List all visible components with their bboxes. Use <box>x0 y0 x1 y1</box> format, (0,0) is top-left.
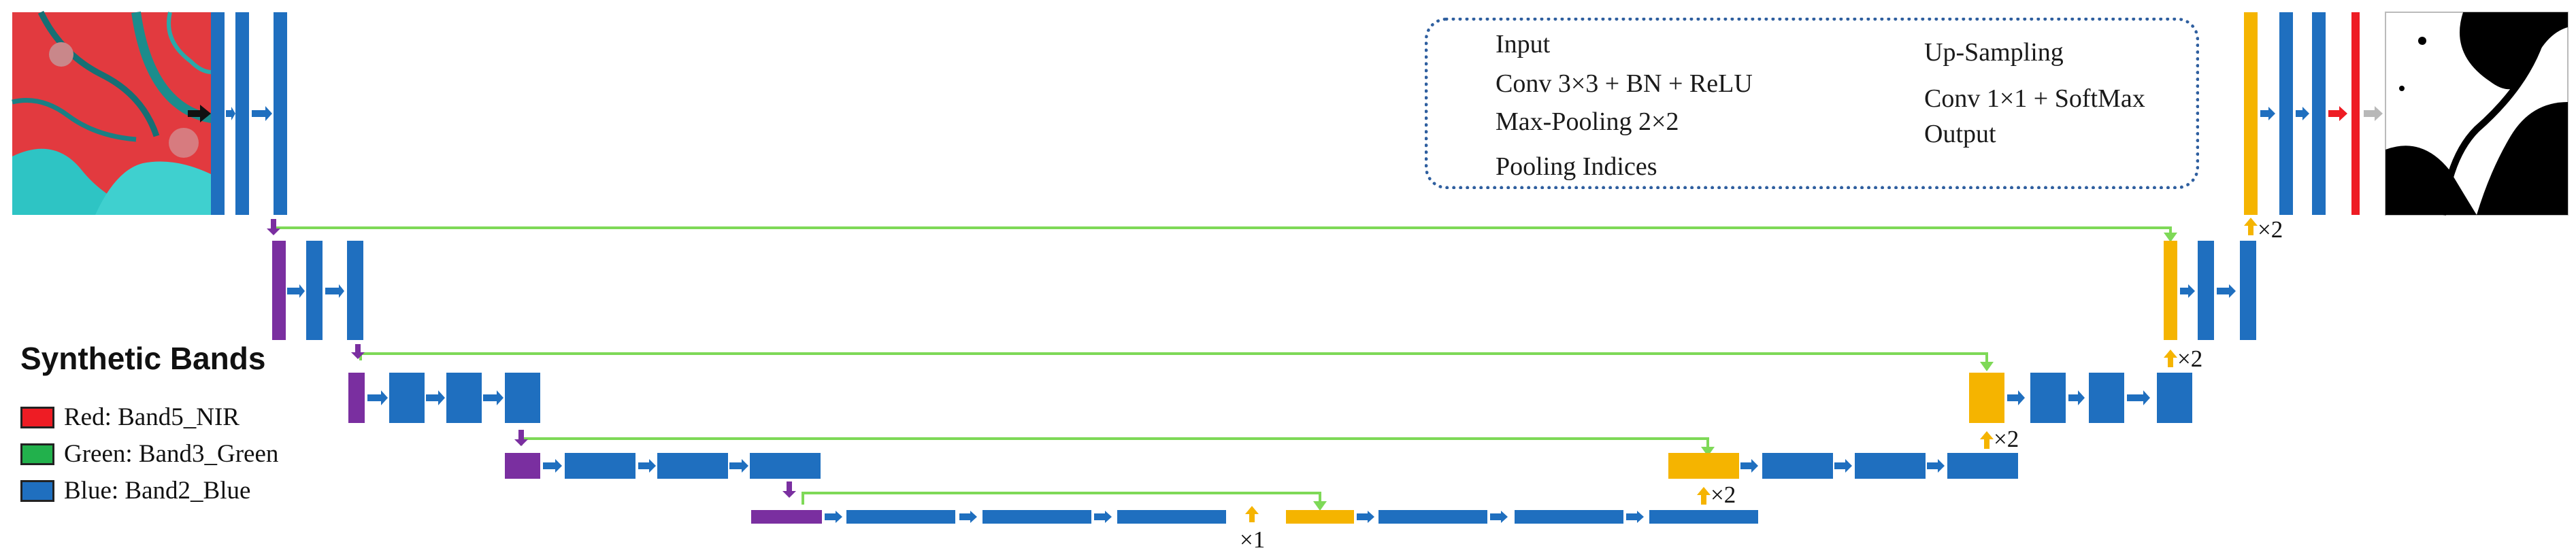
input-image <box>12 11 217 215</box>
conv-block <box>1855 453 1926 479</box>
bands-title: Synthetic Bands <box>20 341 266 376</box>
legend-input-label: Input <box>1496 30 1551 58</box>
legend-softmax-label: Conv 1×1 + SoftMax <box>1924 84 2145 113</box>
upsample-arrow <box>2164 350 2177 367</box>
band-label: Green: Band3_Green <box>64 440 279 468</box>
legend <box>1425 18 2199 189</box>
upsample-arrow <box>1245 506 1259 522</box>
legend-upsample-label: Up-Sampling <box>1924 38 2064 67</box>
conv-block <box>505 373 540 423</box>
band-row-blue: Blue: Band2_Blue <box>20 476 250 505</box>
softmax-arrow <box>2328 106 2347 121</box>
red-swatch <box>20 406 54 428</box>
skip-level-4 <box>802 492 1321 507</box>
upsample-block <box>2164 241 2177 340</box>
multiplier-label: ×2 <box>1994 426 2019 452</box>
conv-block <box>347 241 363 340</box>
encoder-level-1 <box>272 241 363 340</box>
conv-block <box>2089 373 2124 423</box>
conv-block <box>657 453 728 479</box>
decoder-level-4 <box>1245 506 1758 524</box>
output-image <box>2385 12 2569 216</box>
encoder-level-3 <box>505 453 821 479</box>
upsample-arrow <box>1697 487 1711 505</box>
conv-block <box>2157 373 2192 423</box>
decoder-level-3 <box>1668 453 2018 505</box>
legend-conv-label: Conv 3×3 + BN + ReLU <box>1496 69 1753 98</box>
green-swatch <box>20 443 54 465</box>
upsample-block <box>2244 12 2258 215</box>
blue-swatch <box>20 479 54 502</box>
multiplier-label: ×1 <box>1240 526 1266 553</box>
conv-block <box>2240 241 2256 340</box>
conv-block <box>2279 12 2293 215</box>
conv-block <box>274 12 287 215</box>
conv-block <box>306 241 323 340</box>
conv-block <box>2030 373 2066 423</box>
encoder-level-0 <box>211 12 287 215</box>
maxpool-arrows <box>267 219 796 498</box>
upsample-block <box>1668 453 1739 479</box>
conv-block <box>846 510 955 524</box>
conv-block <box>235 12 249 215</box>
pool-block <box>348 373 365 423</box>
conv-block <box>750 453 821 479</box>
skip-level-1 <box>272 226 2172 238</box>
output-arrow <box>2364 106 2383 121</box>
conv-block <box>1515 510 1623 524</box>
conv-block <box>1649 510 1758 524</box>
conv-block <box>2198 241 2214 340</box>
conv-block <box>2312 12 2326 215</box>
upsample-block <box>1969 373 2004 423</box>
upsample-block <box>1286 510 1354 524</box>
conv-block <box>211 12 225 215</box>
conv-block <box>982 510 1091 524</box>
encoder-level-2 <box>348 373 540 423</box>
conv-block <box>389 373 425 423</box>
conv-block <box>565 453 635 479</box>
band-row-green: Green: Band3_Green <box>20 439 278 469</box>
pool-block <box>272 241 286 340</box>
skip-level-3 <box>520 437 1709 452</box>
pool-block <box>751 510 822 524</box>
legend-output-label: Output <box>1924 120 1996 148</box>
conv-block <box>446 373 482 423</box>
skip-arrowheads <box>1313 233 2177 511</box>
legend-indices-label: Pooling Indices <box>1496 152 1657 181</box>
decoder-level-1 <box>2164 241 2256 367</box>
decoder-level-2 <box>1969 373 2192 449</box>
band-label: Blue: Band2_Blue <box>64 477 251 505</box>
legend-maxpool-label: Max-Pooling 2×2 <box>1496 107 1679 136</box>
upsample-arrow <box>1980 431 1994 449</box>
softmax-block <box>2351 12 2360 215</box>
skip-level-2 <box>359 352 1988 367</box>
band-row-red: Red: Band5_NIR <box>20 403 240 432</box>
input-arrow <box>188 105 211 122</box>
conv-block <box>1762 453 1833 479</box>
encoder-level-4 <box>751 510 1226 524</box>
pool-block <box>505 453 540 479</box>
decoder-level-0 <box>2244 12 2383 235</box>
multiplier-label: ×2 <box>2177 345 2203 372</box>
band-label: Red: Band5_NIR <box>64 403 240 431</box>
conv-block <box>1378 510 1487 524</box>
multiplier-label: ×2 <box>2258 216 2283 243</box>
multiplier-label: ×2 <box>1711 481 1736 508</box>
conv-block <box>1947 453 2018 479</box>
conv-block <box>1117 510 1226 524</box>
upsample-arrow <box>2244 218 2258 235</box>
